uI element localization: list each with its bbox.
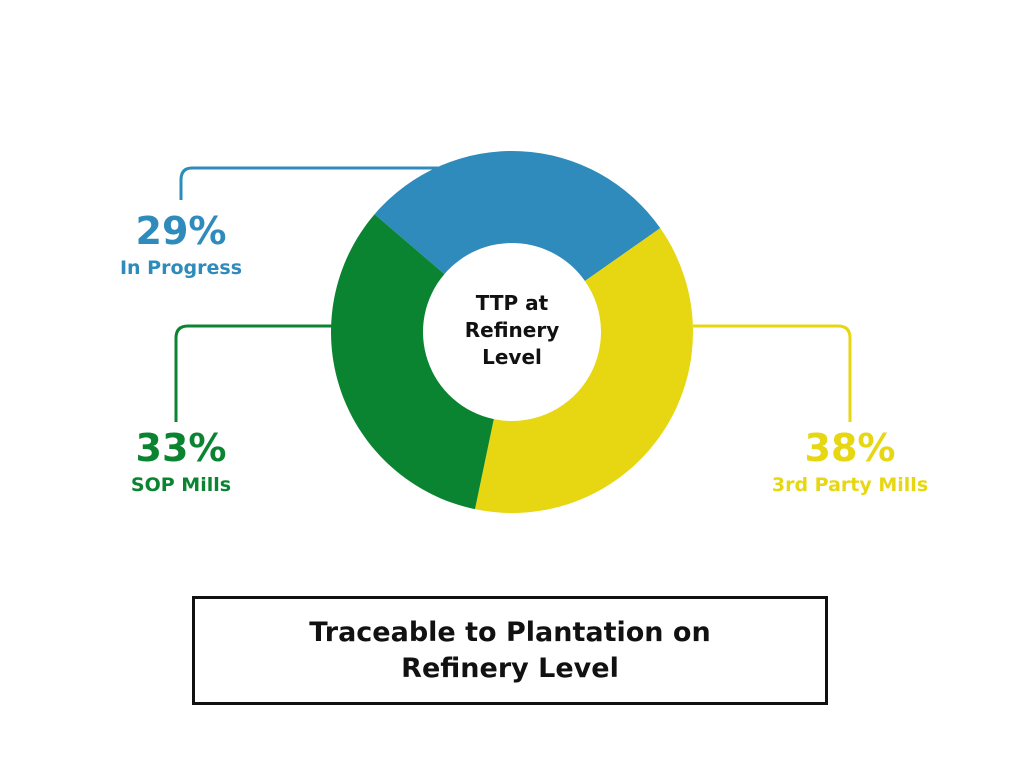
donut-chart: TTP at Refinery Level 29% In Progress 38…: [120, 150, 928, 513]
leader-line-3rd-party-mills: [693, 324, 852, 422]
caption-text: Traceable to Plantation on Refinery Leve…: [309, 616, 711, 684]
leader-line-in-progress: [179, 166, 438, 200]
center-label-line-1: TTP at: [476, 291, 549, 315]
slice-in-progress: [374, 150, 661, 281]
data-label-in-progress-name: In Progress: [120, 257, 242, 279]
slice-3rd-party-mills: [474, 228, 694, 513]
center-label-line-3: Level: [482, 345, 542, 369]
data-label-in-progress-value: 29%: [136, 209, 227, 253]
data-label-sop-mills-name: SOP Mills: [131, 474, 231, 496]
data-label-3rd-party-mills-name: 3rd Party Mills: [772, 474, 928, 496]
leader-line-sop-mills: [174, 324, 333, 422]
caption-box: Traceable to Plantation on Refinery Leve…: [192, 596, 828, 705]
data-label-sop-mills-value: 33%: [136, 426, 227, 470]
center-label-line-2: Refinery: [465, 318, 560, 342]
data-label-3rd-party-mills-value: 38%: [805, 426, 896, 470]
slice-sop-mills: [330, 214, 494, 510]
